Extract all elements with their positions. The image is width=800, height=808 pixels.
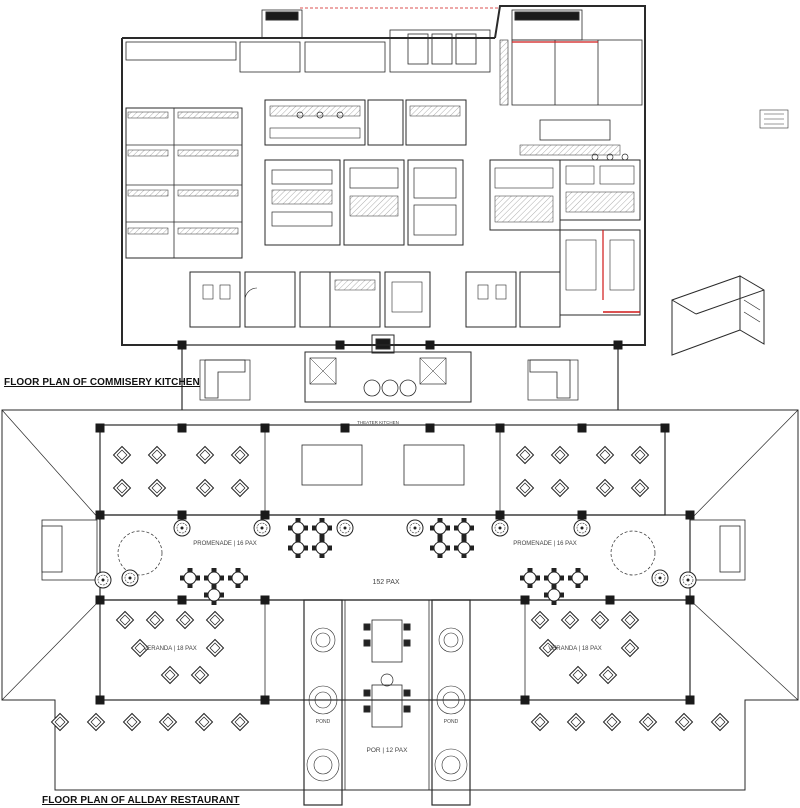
- pond-left-label: POND: [316, 719, 331, 725]
- allday-restaurant: [1, 344, 799, 806]
- commissary-plan-title: FLOOR PLAN OF COMMISERY KITCHEN: [4, 377, 200, 388]
- dining-tables-lower: [51, 713, 729, 731]
- plan-labels: THEATER KITCHEN PROMENADE | 16 PAX PROME…: [143, 420, 601, 754]
- theater-kitchen-label: THEATER KITCHEN: [357, 420, 399, 425]
- detail-block: [759, 109, 789, 129]
- promenade-tables: [179, 517, 589, 606]
- veranda-left-label: VERANDA | 18 PAX: [143, 646, 196, 652]
- por-label: POR | 12 PAX: [367, 747, 409, 754]
- commissary-kitchen: [121, 5, 646, 354]
- isometric-detail: [671, 275, 765, 356]
- dining-tables-upper: [113, 446, 649, 497]
- veranda-right-label: VERANDA | 18 PAX: [548, 646, 601, 652]
- promenade-right-label: PROMENADE | 16 PAX: [513, 541, 576, 547]
- restaurant-plan-title: FLOOR PLAN OF ALLDAY RESTAURANT: [42, 795, 240, 806]
- pond-right-label: POND: [444, 719, 459, 725]
- promenade-left-label: PROMENADE | 16 PAX: [193, 541, 256, 547]
- total-pax-label: 152 PAX: [372, 579, 399, 586]
